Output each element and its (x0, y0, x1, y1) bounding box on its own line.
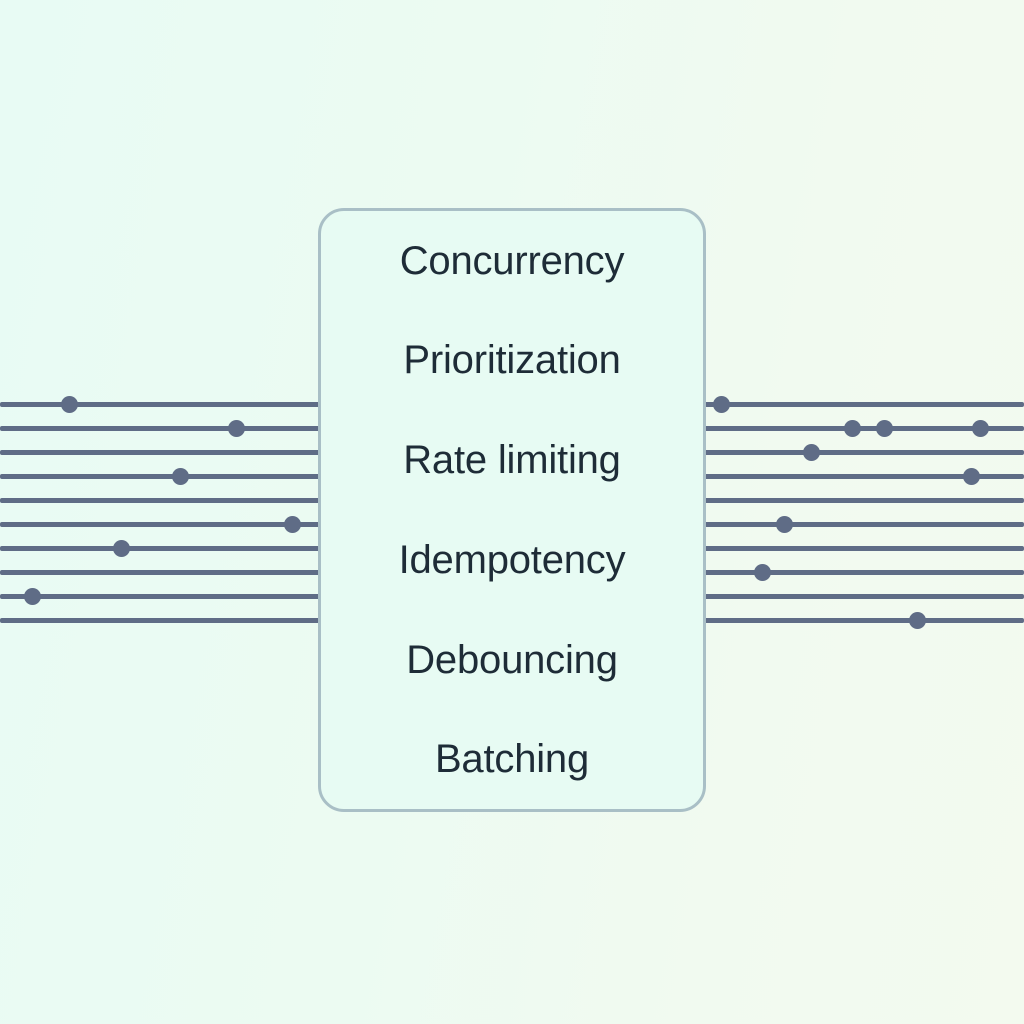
rail-dot-5[interactable] (112, 539, 130, 557)
rail-dot-6[interactable] (23, 587, 41, 605)
concept-item-prioritization[interactable]: Prioritization (403, 338, 621, 383)
concept-item-concurrency[interactable]: Concurrency (399, 238, 625, 283)
concept-card: Concurrency Prioritization Rate limiting… (318, 208, 706, 812)
concept-item-idempotency[interactable]: Idempotency (398, 537, 626, 582)
rail-dot-13[interactable] (775, 515, 793, 533)
rail-dot-9[interactable] (875, 419, 893, 437)
rail-dot-8[interactable] (843, 419, 861, 437)
rail-dot-2[interactable] (227, 419, 245, 437)
rail-dot-1[interactable] (60, 395, 78, 413)
concept-item-rate-limiting[interactable]: Rate limiting (403, 438, 621, 483)
rail-dot-12[interactable] (962, 467, 980, 485)
rail-dot-3[interactable] (171, 467, 189, 485)
rail-dot-11[interactable] (802, 443, 820, 461)
rail-dot-4[interactable] (283, 515, 301, 533)
rail-dot-7[interactable] (712, 395, 730, 413)
rail-dot-14[interactable] (753, 563, 771, 581)
concept-item-batching[interactable]: Batching (434, 737, 590, 782)
concept-list: Concurrency Prioritization Rate limiting… (321, 211, 703, 809)
concept-item-debouncing[interactable]: Debouncing (406, 637, 618, 682)
rail-dot-15[interactable] (908, 611, 926, 629)
rail-dot-10[interactable] (971, 419, 989, 437)
